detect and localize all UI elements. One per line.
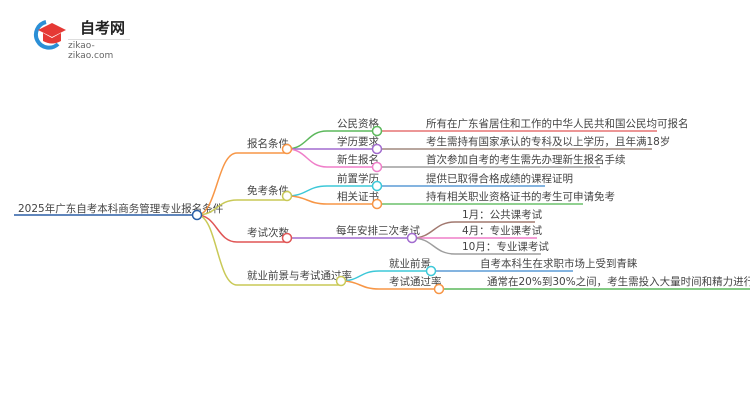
node-dot	[433, 283, 445, 295]
branch-label: 考试次数	[247, 226, 289, 239]
node-dot	[371, 125, 383, 137]
leaf-text: 通常在20%到30%之间，考生需投入大量时间和精力进行备考	[487, 275, 750, 288]
leaf-text: 所有在广东省居住和工作的中华人民共和国公民均可报名	[426, 117, 689, 130]
subtopic-connector	[286, 130, 328, 150]
subtopic-label: 新生报名	[337, 153, 379, 166]
node-dot	[191, 209, 203, 221]
branch-connector	[196, 214, 238, 286]
subtopic-label: 前置学历	[337, 172, 379, 185]
node-dot	[281, 232, 293, 244]
leaf-text: 持有相关职业资格证书的考生可申请免考	[426, 190, 615, 203]
node-dot	[371, 180, 383, 192]
node-dot	[371, 198, 383, 210]
leaf-connector	[411, 237, 456, 255]
subtopic-label: 公民资格	[337, 117, 379, 130]
subtopic-connector	[286, 148, 328, 168]
logo-title: 自考网	[80, 19, 126, 37]
leaf-text: 提供已取得合格成绩的课程证明	[426, 172, 573, 185]
node-dot	[335, 275, 347, 287]
branch-label: 就业前景与考试通过率	[247, 269, 352, 282]
root-topic: 2025年广东自考本科商务管理专业报名条件	[18, 202, 223, 215]
leaf-text: 考生需持有国家承认的专科及以上学历，且年满18岁	[426, 135, 670, 148]
leaf-text: 首次参加自考的考生需先办理新生报名手续	[426, 153, 626, 166]
node-dot	[371, 161, 383, 173]
leaf-text: 10月：专业课考试	[462, 240, 549, 253]
subtopic-connector	[340, 280, 380, 290]
branch-label: 报名条件	[247, 137, 289, 150]
node-dot	[425, 265, 437, 277]
node-dot	[281, 190, 293, 202]
subtopic-label: 考试通过率	[389, 275, 442, 288]
branch-connector	[196, 152, 238, 216]
subtopic-connector	[286, 195, 328, 205]
branch-label: 免考条件	[247, 184, 289, 197]
node-dot	[371, 143, 383, 155]
logo-url: zikao-zikao.com	[68, 39, 130, 61]
leaf-text: 自考本科生在求职市场上受到青睐	[480, 257, 638, 270]
branch-connector	[196, 214, 238, 243]
node-dot	[281, 143, 293, 155]
logo-icon	[33, 20, 66, 50]
subtopic-label: 学历要求	[337, 135, 379, 148]
leaf-text: 1月：公共课考试	[462, 209, 543, 221]
node-dot	[406, 232, 418, 244]
leaf-text: 4月：专业课考试	[462, 224, 543, 237]
subtopic-label: 就业前景	[389, 257, 431, 270]
subtopic-label: 相关证书	[337, 190, 379, 203]
subtopic-label: 每年安排三次考试	[336, 224, 420, 237]
subtopic-connector	[286, 185, 328, 197]
